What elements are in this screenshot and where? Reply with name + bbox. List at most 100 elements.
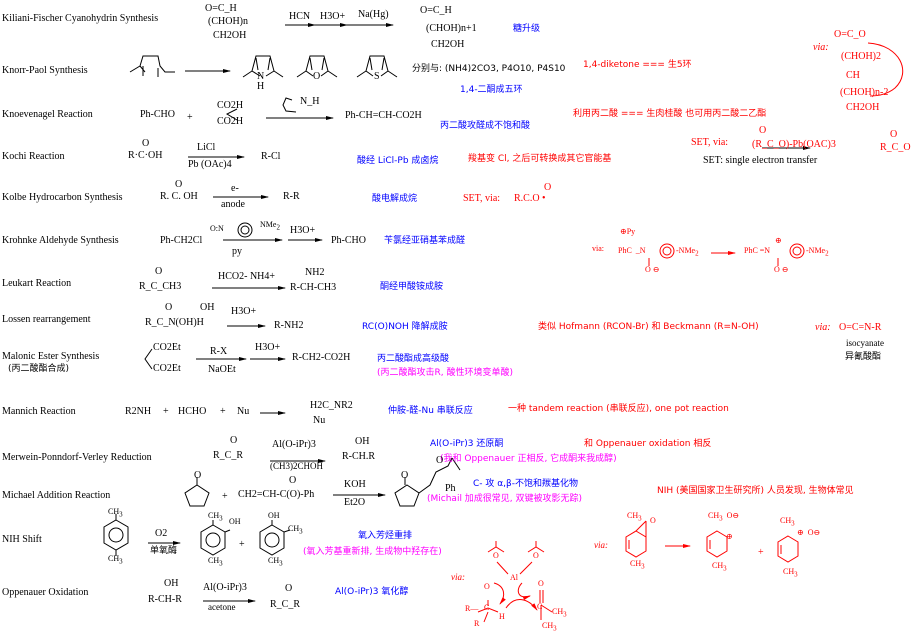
knoevenagel-reactant2a: CO2H xyxy=(217,100,244,111)
reaction-name-kiliani: Kiliani-Fischer Cyanohydrin Synthesis xyxy=(2,13,159,24)
krohnke-reagent-bottom: py xyxy=(232,246,242,257)
nih-note-magenta: (氧入芳基重新排, 生成物中羟存在) xyxy=(303,547,442,557)
nih-note-blue: 氧入芳烃重排 xyxy=(358,531,413,541)
knoevenagel-note-blue: 丙二酸攻醛成不饱和酸 xyxy=(440,121,531,131)
knorr-diketone xyxy=(129,55,231,77)
lossen-note-red: 类似 Hofmann (RCON-Br) 和 Beckmann (R=N-OH) xyxy=(538,322,759,332)
mpv-note-magenta: (我和 Oppenauer 正相反, 它成酮来我成醇) xyxy=(440,454,617,464)
nih-prod1-ch3: CH3 xyxy=(208,511,223,523)
oppenauer-via-label: via: xyxy=(451,572,465,582)
oppenauer-via-al: Al xyxy=(510,573,518,582)
krohnke-reactant: Ph-CH2Cl xyxy=(160,235,203,246)
krohnke-via-left-phc: PhC _N xyxy=(618,246,646,255)
kochi-set-via-label: SET, via: xyxy=(691,137,729,148)
nih-via-ch3-bottom: CH3 xyxy=(630,559,645,571)
kiliani-via-line5: CH2OH xyxy=(846,102,880,113)
leukart-note-blue: 酮经甲酸铵成胺 xyxy=(380,282,444,292)
nih-drawings xyxy=(103,514,291,556)
oppenauer-via-h: H xyxy=(499,612,505,621)
oppenauer-reagent-bottom: acetone xyxy=(208,602,236,612)
reaction-name-michael: Michael Addition Reaction xyxy=(2,490,111,501)
nih-via-label: via: xyxy=(594,540,608,550)
kolbe-product: R-R xyxy=(283,191,300,202)
malonic-reactant-b: CO2Et xyxy=(153,363,181,374)
oppenauer-via-r2: R xyxy=(474,619,480,628)
mannich-product-bottom: Nu xyxy=(313,415,326,426)
kochi-note-red: 羧基变 Cl, 之后可转换成其它官能基 xyxy=(468,154,612,164)
kiliani-via-line4: (CHOH)n-2 xyxy=(840,87,889,98)
kochi-set-via-o: O xyxy=(759,125,767,136)
reaction-name-knorr: Knorr-Paol Synthesis xyxy=(2,65,88,76)
oppenauer-via-ch3a: CH3 xyxy=(552,607,567,619)
oppenauer-reactant-top: OH xyxy=(164,578,179,589)
malonic-reagent-top: R-X xyxy=(210,346,228,357)
oppenauer-via-c2: C xyxy=(537,602,543,611)
krohnke-via-right-o: O ⊖ xyxy=(774,265,789,274)
kolbe-set-o: O xyxy=(544,182,552,193)
malonic-reagent2: H3O+ xyxy=(255,342,281,353)
kiliani-via-line3: CH xyxy=(846,70,860,81)
oppenauer-via-o3: O xyxy=(484,582,490,591)
krohnke-via xyxy=(648,243,805,266)
reaction-name-mpv: Merwein-Ponndorf-Verley Reduction xyxy=(2,452,152,463)
kochi-set-product-o: O xyxy=(890,129,898,140)
set-definition: SET: single electron transfer xyxy=(703,155,818,166)
nih-reagent-bottom: 单氧酶 xyxy=(150,546,178,556)
michael-plus: + xyxy=(222,491,228,502)
nih-prod1-ch3b: CH3 xyxy=(208,556,223,568)
mannich-note-blue: 仲胺-醛-Nu 串联反应 xyxy=(388,406,473,416)
malonic-reagent-bottom: NaOEt xyxy=(208,364,236,375)
krohnke-via-left-o: O ⊖ xyxy=(645,265,660,274)
michael-reactant2: CH2=CH-C(O)-Ph xyxy=(238,489,315,500)
kiliani-reagent-h3o: H3O+ xyxy=(320,11,346,22)
nih-via-int2-ch3b: CH3 xyxy=(783,567,798,579)
kiliani-via-line2: (CHOH)2 xyxy=(841,51,881,62)
nih-via-int2-ch3: CH3 xyxy=(780,516,795,528)
michael-drawings xyxy=(184,457,461,507)
furan-o: O xyxy=(313,71,321,82)
oppenauer-via-o4: O xyxy=(538,579,544,588)
kolbe-set-via-label: SET, via: xyxy=(463,193,501,204)
nih-via-ch3-top: CH3 xyxy=(627,511,642,523)
krohnke-via-py: ⊕Py xyxy=(620,227,636,236)
nih-via-epoxide-o: O xyxy=(650,516,656,525)
krohnke-reagent2: H3O+ xyxy=(290,225,316,236)
leukart-product: R-CH-CH3 xyxy=(290,282,337,293)
oppenauer-via-o1: O xyxy=(493,551,499,560)
krohnke-via-label: via: xyxy=(592,244,604,253)
kiliani-reactant-line3: CH2OH xyxy=(213,30,247,41)
reaction-name-oppenauer: Oppenauer Oxidation xyxy=(2,587,89,598)
lossen-via-name-cn: 异氰酸酯 xyxy=(845,352,882,362)
oppenauer-reactant: R-CH-R xyxy=(148,594,182,605)
oppenauer-via-r1: R— xyxy=(465,604,479,613)
kochi-reagent-bottom: Pb (OAc)4 xyxy=(188,159,232,170)
pyrrole-n: N xyxy=(257,71,265,82)
nih-prod2-oh: OH xyxy=(268,511,280,520)
thiophene-ring xyxy=(356,55,398,78)
oppenauer-reagent-top: Al(O-iPr)3 xyxy=(203,582,247,593)
pyrrole-h: H xyxy=(257,81,265,92)
oppenauer-product: R_C_R xyxy=(270,599,301,610)
lossen-carbonyl-o: O xyxy=(165,302,173,313)
malonic-reactant-a: CO2Et xyxy=(153,342,181,353)
reaction-name-leukart: Leukart Reaction xyxy=(2,278,72,289)
mannich-reactant1: R2NH xyxy=(125,406,152,417)
mpv-product: R-CH.R xyxy=(342,451,376,462)
knoevenagel-drawings xyxy=(225,97,334,121)
michael-reagent-top: KOH xyxy=(344,479,366,490)
furan-ring xyxy=(296,55,338,78)
kochi-carbonyl-o: O xyxy=(142,138,150,149)
kolbe-note-blue: 酸电解成烷 xyxy=(372,194,418,204)
kolbe-reagent-top: e- xyxy=(231,183,239,194)
leukart-carbonyl-o: O xyxy=(155,266,163,277)
knorr-note-blue: 1,4-二酮成五环 xyxy=(460,85,523,95)
nih-reactant-ch3-top: CH3 xyxy=(108,507,123,519)
reaction-name-nih: NIH Shift xyxy=(2,534,42,545)
mpv-note-blue: Al(O-iPr)3 还原酮 xyxy=(430,439,504,449)
mannich-plus2: + xyxy=(220,406,226,417)
kolbe-reactant: R. C. OH xyxy=(160,191,198,202)
oppenauer-note-blue: Al(O-iPr)3 氧化醇 xyxy=(335,587,409,597)
kiliani-via-loop xyxy=(867,42,904,97)
oppenauer-via-ch3b: CH3 xyxy=(542,621,557,633)
michael-product-o2: O xyxy=(436,455,444,466)
